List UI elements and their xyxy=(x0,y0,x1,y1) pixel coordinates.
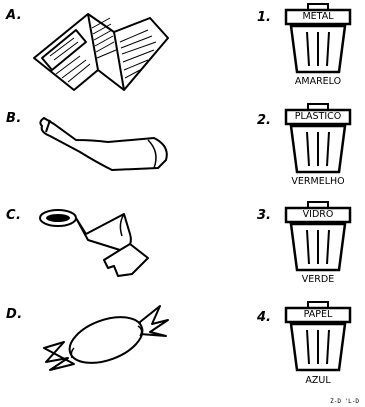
can-icon xyxy=(38,204,172,280)
bin-1-color-label: AMARELO xyxy=(278,76,358,87)
bin-4-material-label: PAPEL xyxy=(288,309,348,320)
bin-1-material-label: METAL xyxy=(288,11,348,22)
bin-number-3: 3. xyxy=(257,208,271,223)
item-letter-c: C. xyxy=(6,208,21,223)
item-letter-b: B. xyxy=(6,111,22,126)
item-letter-a: A. xyxy=(6,8,22,23)
bin-number-4: 4. xyxy=(257,310,271,325)
item-letter-d: D. xyxy=(6,307,23,322)
bin-4-color-label: AZUL xyxy=(278,375,358,386)
bin-number-1: 1. xyxy=(257,10,271,25)
bottle-icon xyxy=(36,112,172,172)
bin-3-color-label: VERDE xyxy=(278,274,358,285)
bin-2-color-label: VERMELHO xyxy=(278,176,358,187)
answer-key: Z-D 'L-D xyxy=(330,398,359,405)
candy-wrapper-icon xyxy=(40,302,170,372)
bin-3-material-label: VIDRO xyxy=(288,209,348,220)
bin-number-2: 2. xyxy=(257,113,271,128)
newspaper-icon xyxy=(30,8,170,98)
bin-2-material-label: PLÁSTICO xyxy=(288,111,348,122)
